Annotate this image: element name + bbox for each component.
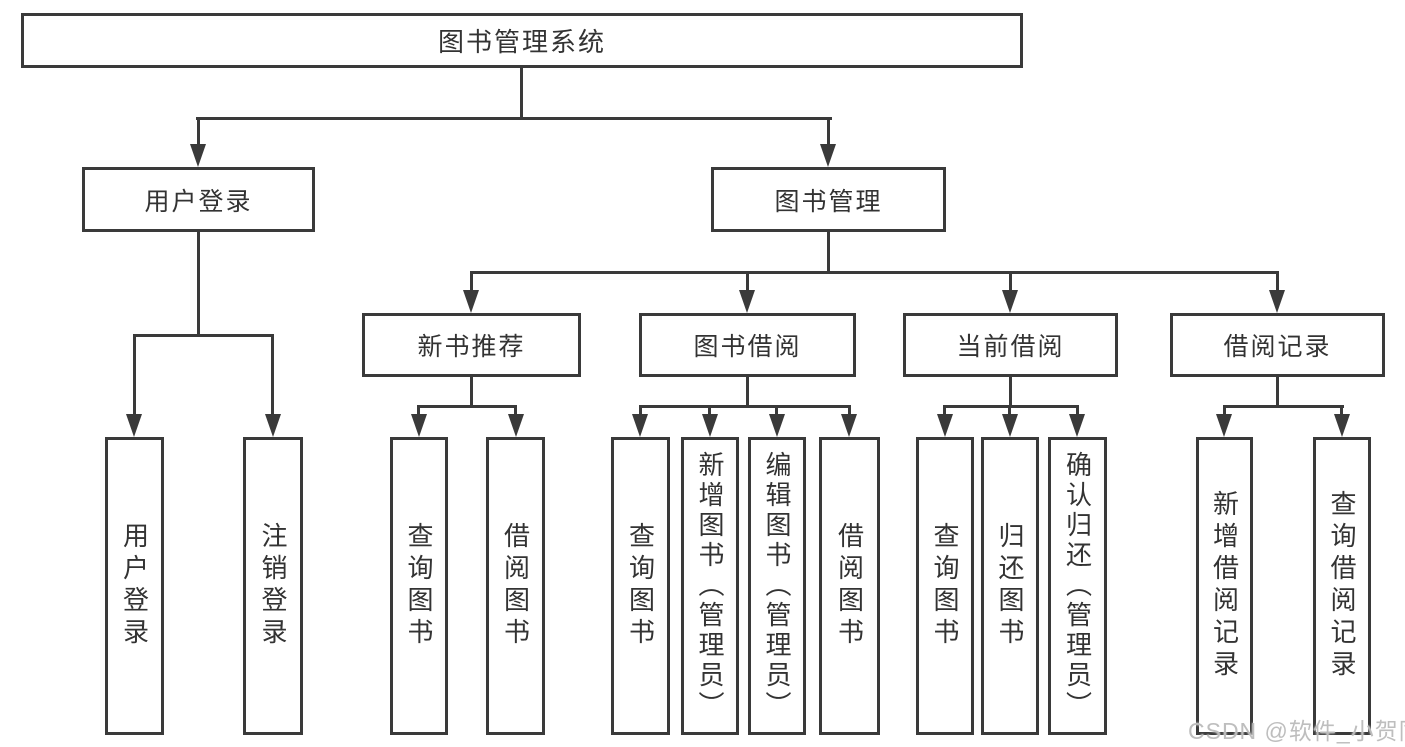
connector-book-mgmt-stem	[827, 117, 830, 147]
arrowhead-down-icon	[1334, 414, 1350, 437]
leaf-label: 确认归还（管理员）	[1062, 451, 1093, 721]
arrowhead-down-icon	[126, 414, 142, 437]
leaf-query-books-current: 查询图书	[916, 437, 974, 735]
node-book-borrow-label: 图书借阅	[693, 333, 802, 361]
connector-leaf-stem	[848, 405, 851, 416]
connector-leaf-stem	[271, 334, 274, 416]
leaf-label: 新增图书（管理员）	[695, 451, 725, 721]
arrowhead-down-icon	[841, 414, 857, 437]
connector-leaves-hbar	[417, 405, 517, 408]
connector-leaf-stem	[514, 405, 517, 416]
arrowhead-down-icon	[702, 414, 718, 437]
leaf-return-books: 归还图书	[981, 437, 1039, 735]
leaf-label: 新增借阅记录	[1209, 490, 1240, 682]
connector-level2-hbar	[196, 117, 832, 120]
connector-user-login-hbar	[133, 334, 274, 337]
arrowhead-down-icon	[1269, 290, 1285, 313]
connector-book-mgmt-down	[827, 232, 830, 273]
arrowhead-down-icon	[820, 144, 836, 167]
connector-leaf-stem	[943, 405, 946, 416]
connector-section-down	[470, 377, 473, 407]
leaf-borrow-books-recommend: 借阅图书	[486, 437, 545, 735]
connector-leaf-stem	[1076, 405, 1079, 416]
connector-section-stem	[470, 271, 473, 292]
leaf-label: 查询图书	[930, 522, 960, 650]
leaf-label: 查询图书	[625, 522, 656, 650]
leaf-user-login: 用户登录	[105, 437, 164, 735]
csdn-watermark: CSDN @软件_小贺同学	[1188, 718, 1405, 744]
connector-section-stem	[1276, 271, 1279, 292]
node-user-login: 用户登录	[82, 167, 315, 232]
node-borrow-records: 借阅记录	[1170, 313, 1385, 377]
connector-root-stem	[520, 68, 523, 118]
arrowhead-down-icon	[411, 414, 427, 437]
arrowhead-down-icon	[1002, 414, 1018, 437]
leaf-logout: 注销登录	[243, 437, 303, 735]
node-book-management: 图书管理	[711, 167, 946, 232]
connector-leaves-hbar	[943, 405, 1079, 408]
connector-user-login-stem	[197, 117, 200, 147]
leaf-add-borrow-record: 新增借阅记录	[1196, 437, 1253, 735]
arrowhead-down-icon	[1002, 290, 1018, 313]
connector-section-stem	[746, 271, 749, 292]
connector-level3-hbar	[470, 271, 1279, 274]
node-book-borrow: 图书借阅	[639, 313, 856, 377]
arrowhead-down-icon	[937, 414, 953, 437]
leaf-confirm-return-admin: 确认归还（管理员）	[1048, 437, 1107, 735]
node-current-borrow: 当前借阅	[903, 313, 1118, 377]
leaf-label: 借阅图书	[500, 522, 531, 650]
node-root: 图书管理系统	[21, 13, 1023, 68]
node-new-book-recommend-label: 新书推荐	[417, 333, 526, 361]
leaf-label: 归还图书	[995, 522, 1025, 650]
connector-leaf-stem	[417, 405, 420, 416]
connector-section-down	[746, 377, 749, 407]
arrowhead-down-icon	[265, 414, 281, 437]
arrowhead-down-icon	[508, 414, 524, 437]
leaf-edit-books-admin: 编辑图书（管理员）	[748, 437, 806, 735]
leaf-label: 查询借阅记录	[1327, 490, 1357, 682]
connector-leaves-hbar	[639, 405, 851, 408]
connector-user-login-down	[197, 232, 200, 336]
arrowhead-down-icon	[1069, 414, 1085, 437]
arrowhead-down-icon	[463, 290, 479, 313]
node-current-borrow-label: 当前借阅	[956, 333, 1065, 361]
arrowhead-down-icon	[769, 414, 785, 437]
leaf-label: 借阅图书	[834, 522, 865, 650]
leaf-borrow-books: 借阅图书	[819, 437, 880, 735]
leaf-label: 查询图书	[404, 522, 434, 650]
leaf-label: 编辑图书（管理员）	[762, 451, 792, 721]
leaf-query-books-recommend: 查询图书	[390, 437, 448, 735]
connector-section-down	[1009, 377, 1012, 407]
connector-leaf-stem	[639, 405, 642, 416]
arrowhead-down-icon	[1216, 414, 1232, 437]
connector-leaf-stem	[775, 405, 778, 416]
leaf-label: 用户登录	[119, 522, 150, 650]
node-borrow-records-label: 借阅记录	[1223, 333, 1332, 361]
arrowhead-down-icon	[632, 414, 648, 437]
connector-leaf-stem	[1223, 405, 1226, 416]
arrowhead-down-icon	[190, 144, 206, 167]
connector-leaf-stem	[133, 334, 136, 416]
leaf-query-borrow-record: 查询借阅记录	[1313, 437, 1371, 735]
connector-section-stem	[1009, 271, 1012, 292]
connector-leaf-stem	[708, 405, 711, 416]
node-book-management-label: 图书管理	[774, 187, 883, 216]
arrowhead-down-icon	[739, 290, 755, 313]
leaf-add-books-admin: 新增图书（管理员）	[681, 437, 739, 735]
node-new-book-recommend: 新书推荐	[362, 313, 581, 377]
connector-leaf-stem	[1340, 405, 1343, 416]
connector-leaf-stem	[1008, 405, 1011, 416]
leaf-query-books-borrow: 查询图书	[611, 437, 670, 735]
connector-leaves-hbar	[1223, 405, 1344, 408]
node-user-login-label: 用户登录	[144, 187, 253, 216]
connector-section-down	[1276, 377, 1279, 407]
node-root-label: 图书管理系统	[437, 27, 606, 57]
leaf-label: 注销登录	[258, 522, 288, 650]
